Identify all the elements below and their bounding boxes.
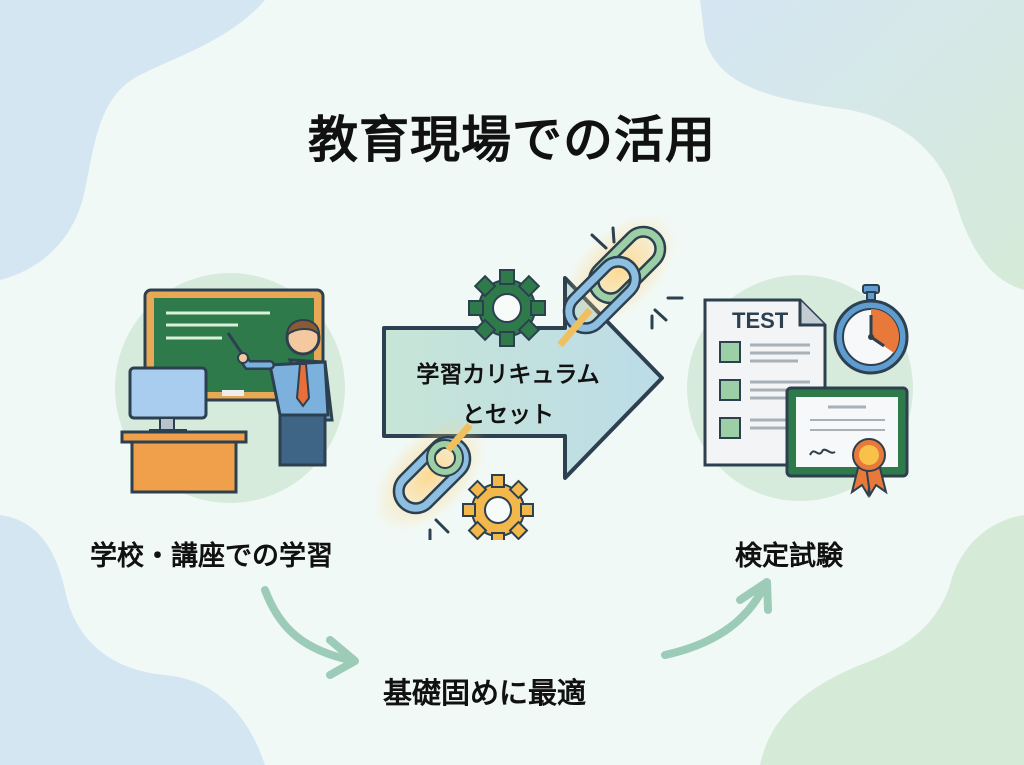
chain-link-icon bbox=[557, 225, 667, 348]
flow-arrow-up-head bbox=[736, 578, 772, 614]
blob-bottom-right bbox=[760, 515, 1024, 765]
teacher-classroom-icon bbox=[115, 273, 345, 503]
certificate-icon bbox=[785, 386, 909, 498]
svg-text:TEST: TEST bbox=[732, 308, 789, 333]
blob-top-left bbox=[0, 0, 265, 280]
flow-arrow-down-head bbox=[326, 636, 359, 679]
curriculum-arrow-graphic bbox=[372, 212, 684, 540]
flow-arrow-down bbox=[261, 586, 354, 664]
gear-icon bbox=[468, 269, 546, 347]
foundation-label: 基礎固めに最適 bbox=[383, 676, 587, 710]
arrow-label-line2: とセット bbox=[462, 402, 554, 428]
chain-link-icon bbox=[392, 422, 473, 515]
arrow-label-line1: 学習カリキュラム bbox=[416, 362, 600, 388]
blob-bottom-left bbox=[0, 515, 265, 765]
arrow-label: 学習カリキュラム とセット bbox=[388, 355, 628, 435]
certification-exam-label: 検定試験 bbox=[735, 541, 843, 572]
exam-illustration: TEST bbox=[687, 275, 913, 501]
page-title: 教育現場での活用 bbox=[308, 111, 716, 169]
stopwatch-icon bbox=[833, 284, 909, 375]
blob-top-right bbox=[700, 0, 1024, 290]
school-learning-label: 学校・講座での学習 bbox=[90, 541, 333, 572]
gear-icon bbox=[462, 474, 534, 540]
flow-arrow-up bbox=[661, 581, 769, 659]
